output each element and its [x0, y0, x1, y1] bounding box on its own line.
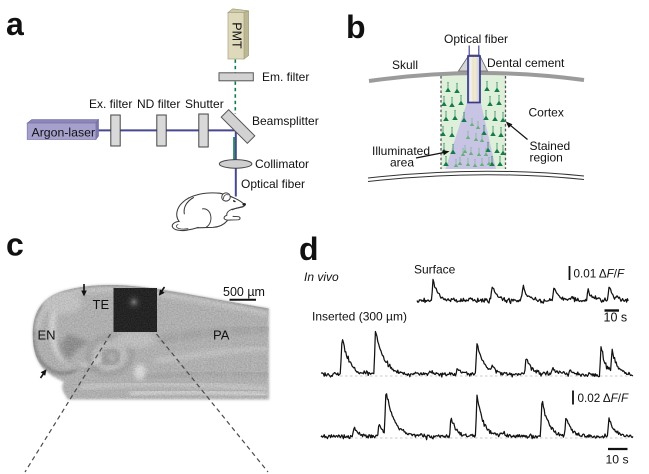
- svg-text:ND filter: ND filter: [137, 97, 180, 111]
- svg-text:Argon-laser: Argon-laser: [32, 125, 96, 139]
- svg-text:Shutter: Shutter: [185, 97, 224, 111]
- svg-text:Dental cement: Dental cement: [487, 56, 565, 70]
- svg-text:Em. filter: Em. filter: [262, 70, 309, 84]
- svg-text:Surface: Surface: [414, 263, 456, 277]
- svg-text:0.02 ΔF/F: 0.02 ΔF/F: [578, 392, 630, 405]
- svg-text:Optical fiber: Optical fiber: [241, 177, 305, 191]
- svg-text:PA: PA: [213, 328, 230, 343]
- svg-text:TE: TE: [93, 297, 110, 312]
- svg-text:Optical fiber: Optical fiber: [444, 32, 508, 46]
- svg-text:10 s: 10 s: [604, 311, 628, 325]
- svg-text:Inserted (300 µm): Inserted (300 µm): [312, 309, 407, 323]
- svg-text:area: area: [390, 156, 414, 170]
- svg-text:500 µm: 500 µm: [223, 285, 265, 299]
- svg-text:Ex. filter: Ex. filter: [89, 97, 132, 111]
- svg-text:PMT: PMT: [229, 22, 243, 49]
- svg-text:Collimator: Collimator: [255, 157, 309, 171]
- svg-text:a: a: [6, 6, 24, 42]
- svg-text:c: c: [6, 227, 24, 263]
- svg-text:0.01 ΔF/F: 0.01 ΔF/F: [574, 268, 626, 281]
- svg-text:Skull: Skull: [392, 58, 418, 72]
- svg-text:region: region: [530, 151, 563, 165]
- svg-text:Beamsplitter: Beamsplitter: [252, 114, 319, 128]
- svg-text:d: d: [299, 231, 319, 267]
- svg-text:b: b: [346, 9, 366, 45]
- svg-text:EN: EN: [38, 328, 56, 343]
- svg-text:Stained: Stained: [530, 139, 571, 153]
- svg-text:Illuminated: Illuminated: [372, 144, 430, 158]
- svg-text:Cortex: Cortex: [529, 106, 564, 120]
- svg-text:10 s: 10 s: [606, 453, 629, 467]
- svg-text:In vivo: In vivo: [304, 270, 339, 284]
